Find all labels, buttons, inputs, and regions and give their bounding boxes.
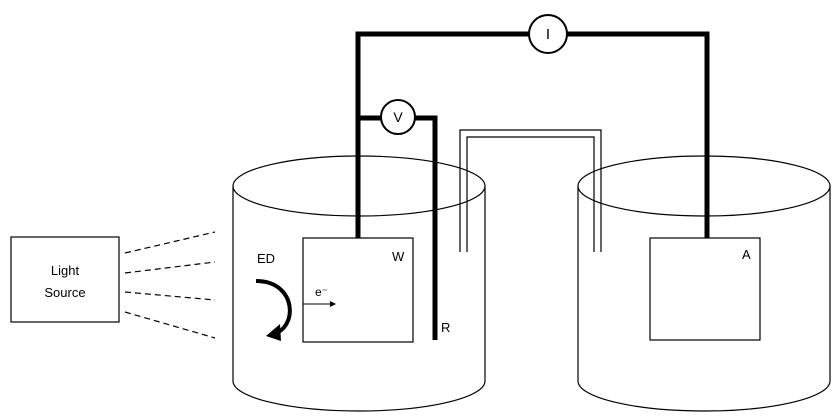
electron-donor-arrowhead-icon (266, 324, 281, 341)
voltmeter-label: V (393, 109, 403, 125)
light-rays (124, 231, 216, 339)
electron-donor-curve (255, 279, 292, 336)
electron-transfer: e⁻ (303, 285, 336, 307)
voltmeter: V (380, 99, 416, 135)
electron-arrowhead-icon (330, 301, 336, 307)
working-electrode-label: W (392, 249, 405, 264)
reference-electrode: R (441, 320, 450, 335)
working-electrode-plate (302, 237, 414, 343)
light-source-label-line1: Light (51, 263, 80, 278)
ammeter-label: I (546, 26, 550, 43)
circuit-wire-left (355, 31, 529, 238)
right-beaker (577, 155, 831, 412)
ammeter: I (528, 14, 568, 54)
light-ray-1 (124, 231, 216, 254)
right-beaker-rim (577, 155, 831, 217)
working-electrode: W (302, 237, 414, 343)
light-ray-4 (124, 311, 216, 339)
electron-donor-arrow: ED (255, 251, 292, 341)
light-source-box (10, 236, 120, 323)
voltage-circuit (358, 115, 438, 340)
reference-electrode-label: R (441, 320, 450, 335)
circuit-wire-right (567, 31, 710, 238)
salt-bridge (459, 129, 602, 252)
voltage-wire-right (415, 115, 438, 340)
auxiliary-electrode-plate (649, 237, 761, 341)
light-ray-2 (124, 261, 216, 274)
light-ray-3 (124, 291, 216, 301)
auxiliary-electrode: A (649, 237, 761, 341)
left-beaker-body (232, 186, 486, 412)
auxiliary-electrode-label: A (742, 247, 751, 262)
voltmeter-circle (380, 99, 416, 135)
salt-bridge-outer (459, 129, 602, 252)
current-circuit (355, 31, 710, 238)
ammeter-circle (528, 14, 568, 54)
light-source: Light Source (10, 236, 120, 323)
salt-bridge-inner (466, 136, 595, 252)
right-beaker-body (577, 186, 831, 412)
electron-donor-label: ED (257, 251, 275, 266)
light-source-label-line2: Source (44, 285, 85, 300)
electron-label: e⁻ (315, 285, 328, 299)
